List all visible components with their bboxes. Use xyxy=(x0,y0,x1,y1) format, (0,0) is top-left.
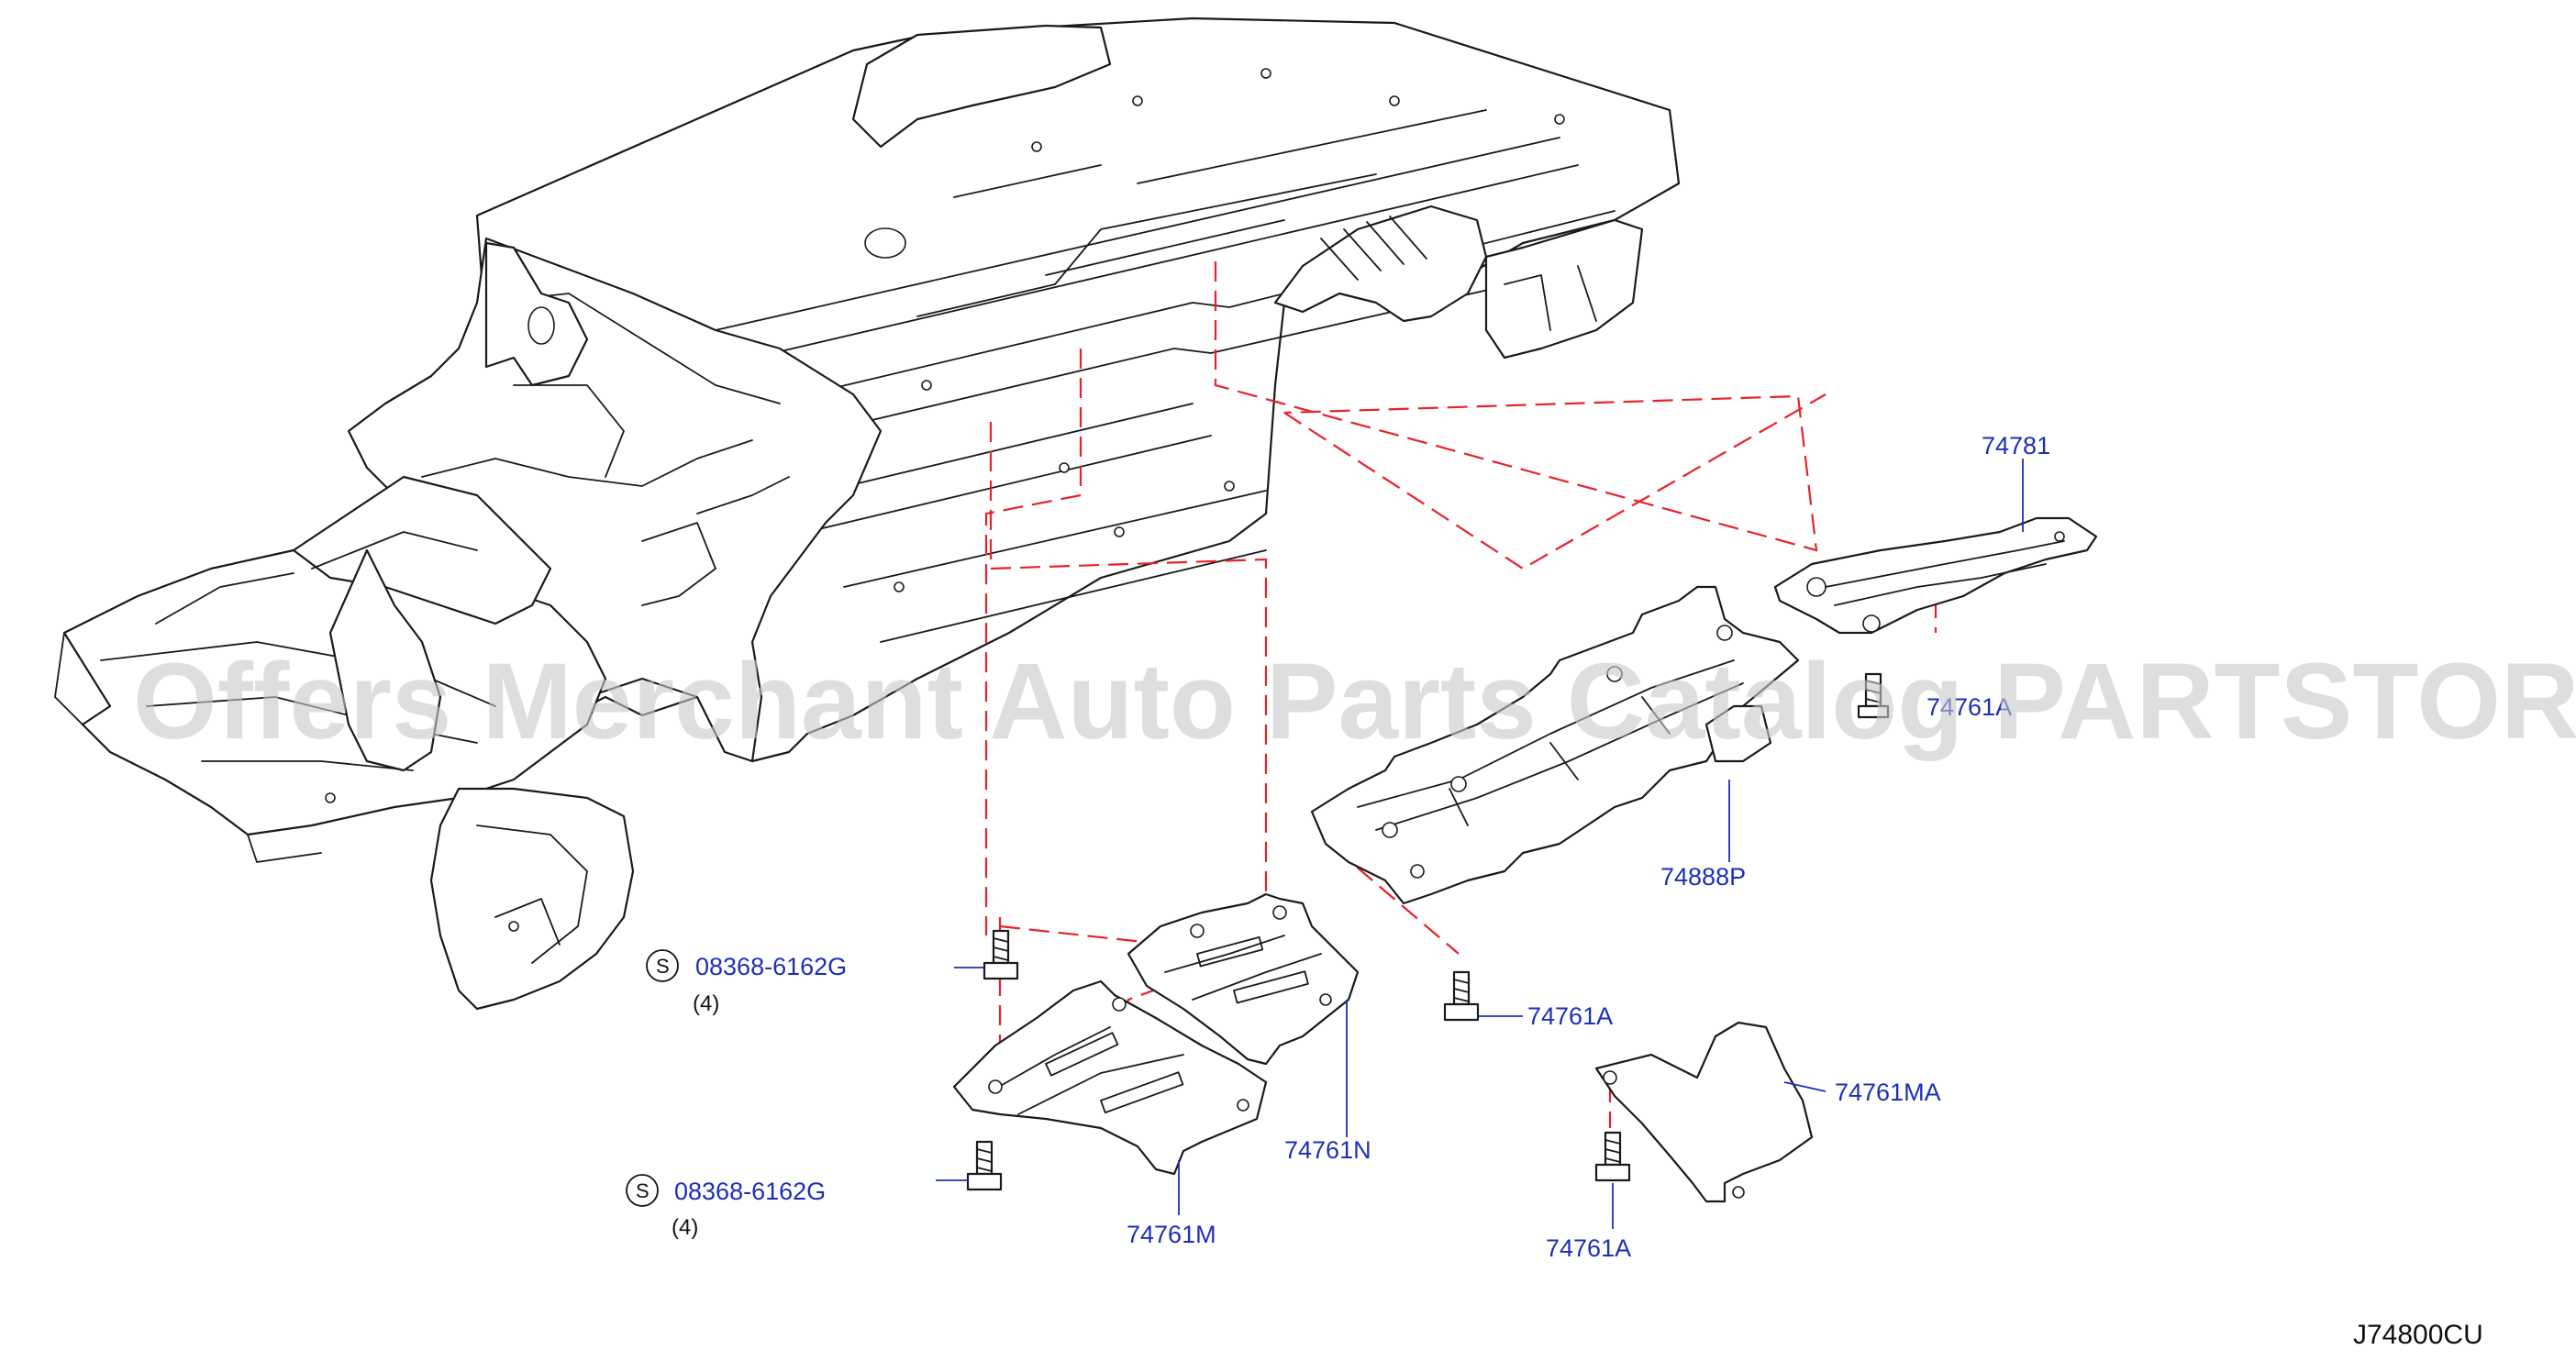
qty-08368-upper: (4) xyxy=(693,991,719,1016)
bolt-74761A-top xyxy=(1857,672,1890,719)
floor-body-assembly xyxy=(54,17,1681,1011)
bolt-08368-lower xyxy=(966,1140,1003,1191)
bolt-74761A-bottom xyxy=(1594,1131,1631,1182)
leader-lines xyxy=(936,459,2024,1229)
floor-round-hole xyxy=(864,227,906,259)
rear-side-member xyxy=(1484,218,1644,360)
heat-insulator-74781 xyxy=(1773,516,2098,635)
label-74761A-bottom[interactable]: 74761A xyxy=(1546,1234,1631,1262)
label-08368-upper[interactable]: 08368-6162G xyxy=(695,953,847,980)
front-floor-dash xyxy=(347,237,883,763)
s-symbol-lower xyxy=(626,1174,659,1207)
bracket-74761MA xyxy=(1594,1021,1814,1203)
left-sill-reinforcement xyxy=(429,787,635,1011)
label-74761M[interactable]: 74761M xyxy=(1127,1221,1216,1248)
s-symbol-upper xyxy=(646,949,679,982)
skid-plate-74761N xyxy=(1127,892,1360,1066)
watermark-text: Offers Merchant Auto Parts Catalog PARTS… xyxy=(133,641,2576,762)
skid-plate-74761M xyxy=(952,979,1268,1176)
label-74888P[interactable]: 74888P xyxy=(1660,863,1746,891)
label-74761A-mid[interactable]: 74761A xyxy=(1527,1002,1613,1030)
qty-08368-lower: (4) xyxy=(672,1215,698,1240)
bolt-74761A-mid xyxy=(1443,970,1480,1022)
bolt-08368-upper xyxy=(983,929,1019,980)
floor-hump xyxy=(851,24,1112,149)
label-08368-lower[interactable]: 08368-6162G xyxy=(674,1178,826,1205)
center-tunnel xyxy=(328,548,442,772)
s-symbol-upper-text: S xyxy=(656,955,670,978)
label-74761N[interactable]: 74761N xyxy=(1284,1136,1371,1164)
rear-wheel-arch xyxy=(1273,205,1488,323)
label-74761A-top[interactable]: 74761A xyxy=(1926,693,2012,721)
label-74781[interactable]: 74781 xyxy=(1982,432,2050,459)
s-symbol-lower-text: S xyxy=(636,1179,650,1202)
heat-insulator-74888P xyxy=(1310,585,1800,905)
label-74761MA[interactable]: 74761MA xyxy=(1835,1079,1941,1106)
part-labels: 74781 74761A 74888P 74761A 74761MA 74761… xyxy=(626,432,2483,1350)
diagram-code: J74800CU xyxy=(2353,1320,2483,1350)
